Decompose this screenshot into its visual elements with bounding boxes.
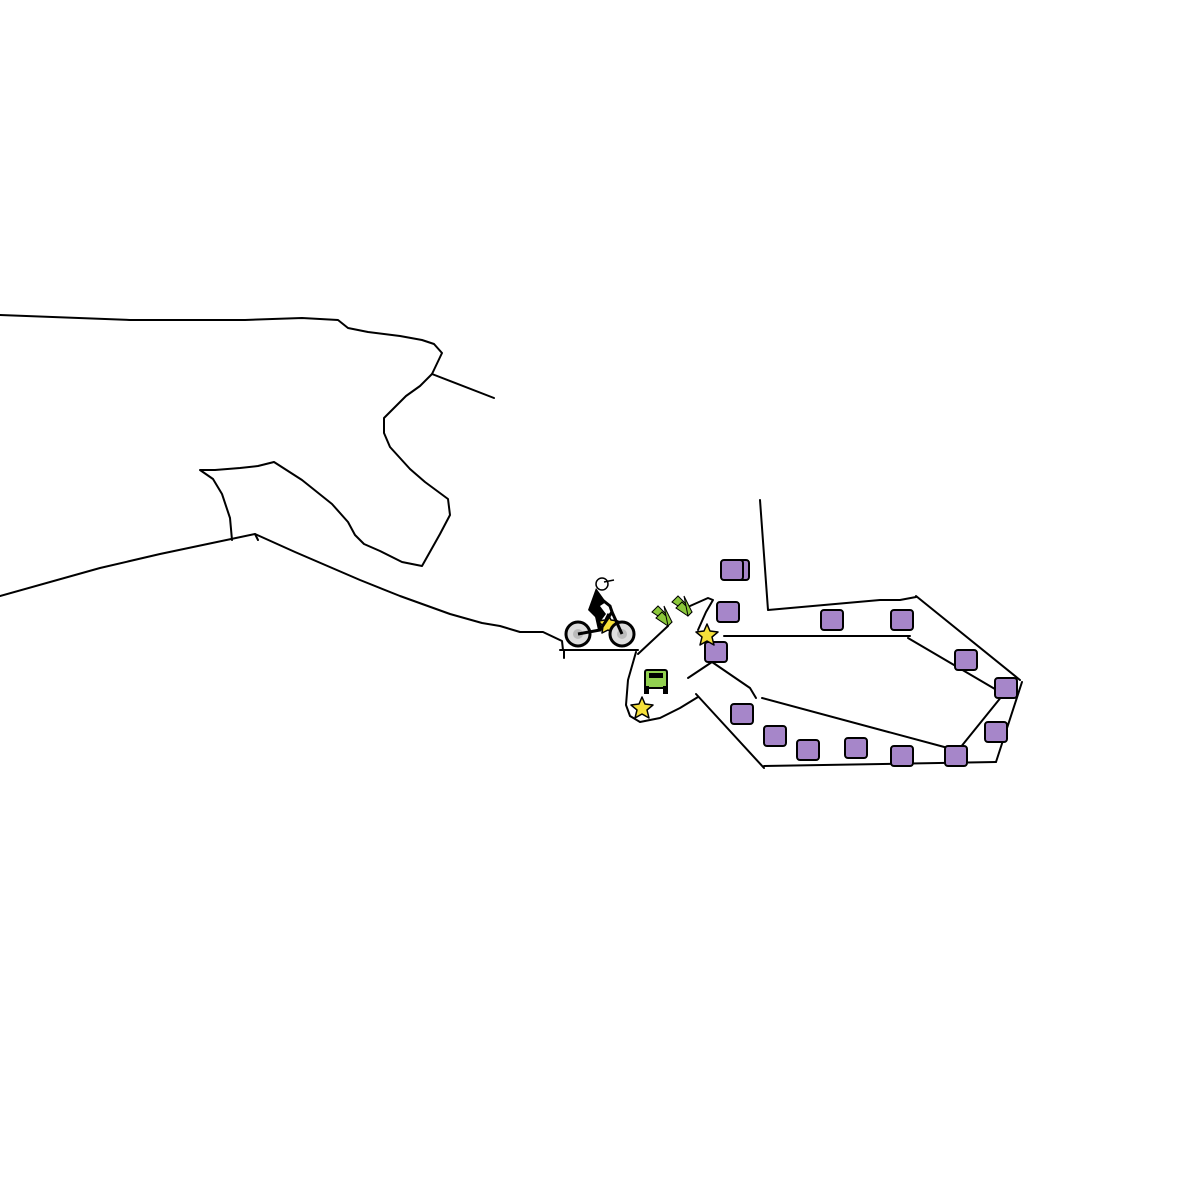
loop-curve [625, 651, 699, 723]
lower-slope-line [0, 533, 564, 651]
upper-terrain-line [0, 314, 451, 567]
helmet [595, 577, 609, 591]
checkpoint-block-icon [820, 609, 844, 631]
track-line [915, 595, 1021, 681]
tick-line [254, 533, 259, 541]
star-icon [630, 696, 654, 719]
track-line [761, 697, 949, 749]
track-line [959, 695, 1003, 749]
star-icon [695, 623, 719, 646]
checkpoint-block-icon [796, 739, 820, 761]
checkpoint-block-icon [716, 601, 740, 623]
checkpoint-block-icon [730, 703, 754, 725]
truck-powerup-icon [644, 669, 668, 694]
checkpoint-block-icon [994, 677, 1018, 699]
checkpoint-block-icon [704, 641, 728, 663]
checkpoint-block-icon [984, 721, 1008, 743]
boosts [651, 595, 693, 628]
ramp-line [637, 625, 669, 655]
boost-chevron-icon [651, 605, 673, 628]
track-lines [0, 314, 1023, 769]
hook-line [689, 597, 714, 631]
bmx-rider-icon [564, 577, 636, 648]
inner-line [687, 661, 757, 699]
track-line [695, 693, 765, 769]
checkpoint-block-icon [763, 725, 787, 747]
checkpoint-block-icon [890, 745, 914, 767]
checkpoint-block-icon [720, 559, 744, 581]
branch-line [431, 373, 495, 399]
checkpoint-block-icon [954, 649, 978, 671]
boost-chevron-icon [671, 595, 693, 618]
checkpoint-block-icon [844, 737, 868, 759]
checkpoint-block-icon [890, 609, 914, 631]
checkpoint-block-icon [944, 745, 968, 767]
track-line [759, 499, 917, 611]
checkpoint-blocks [704, 559, 1018, 767]
